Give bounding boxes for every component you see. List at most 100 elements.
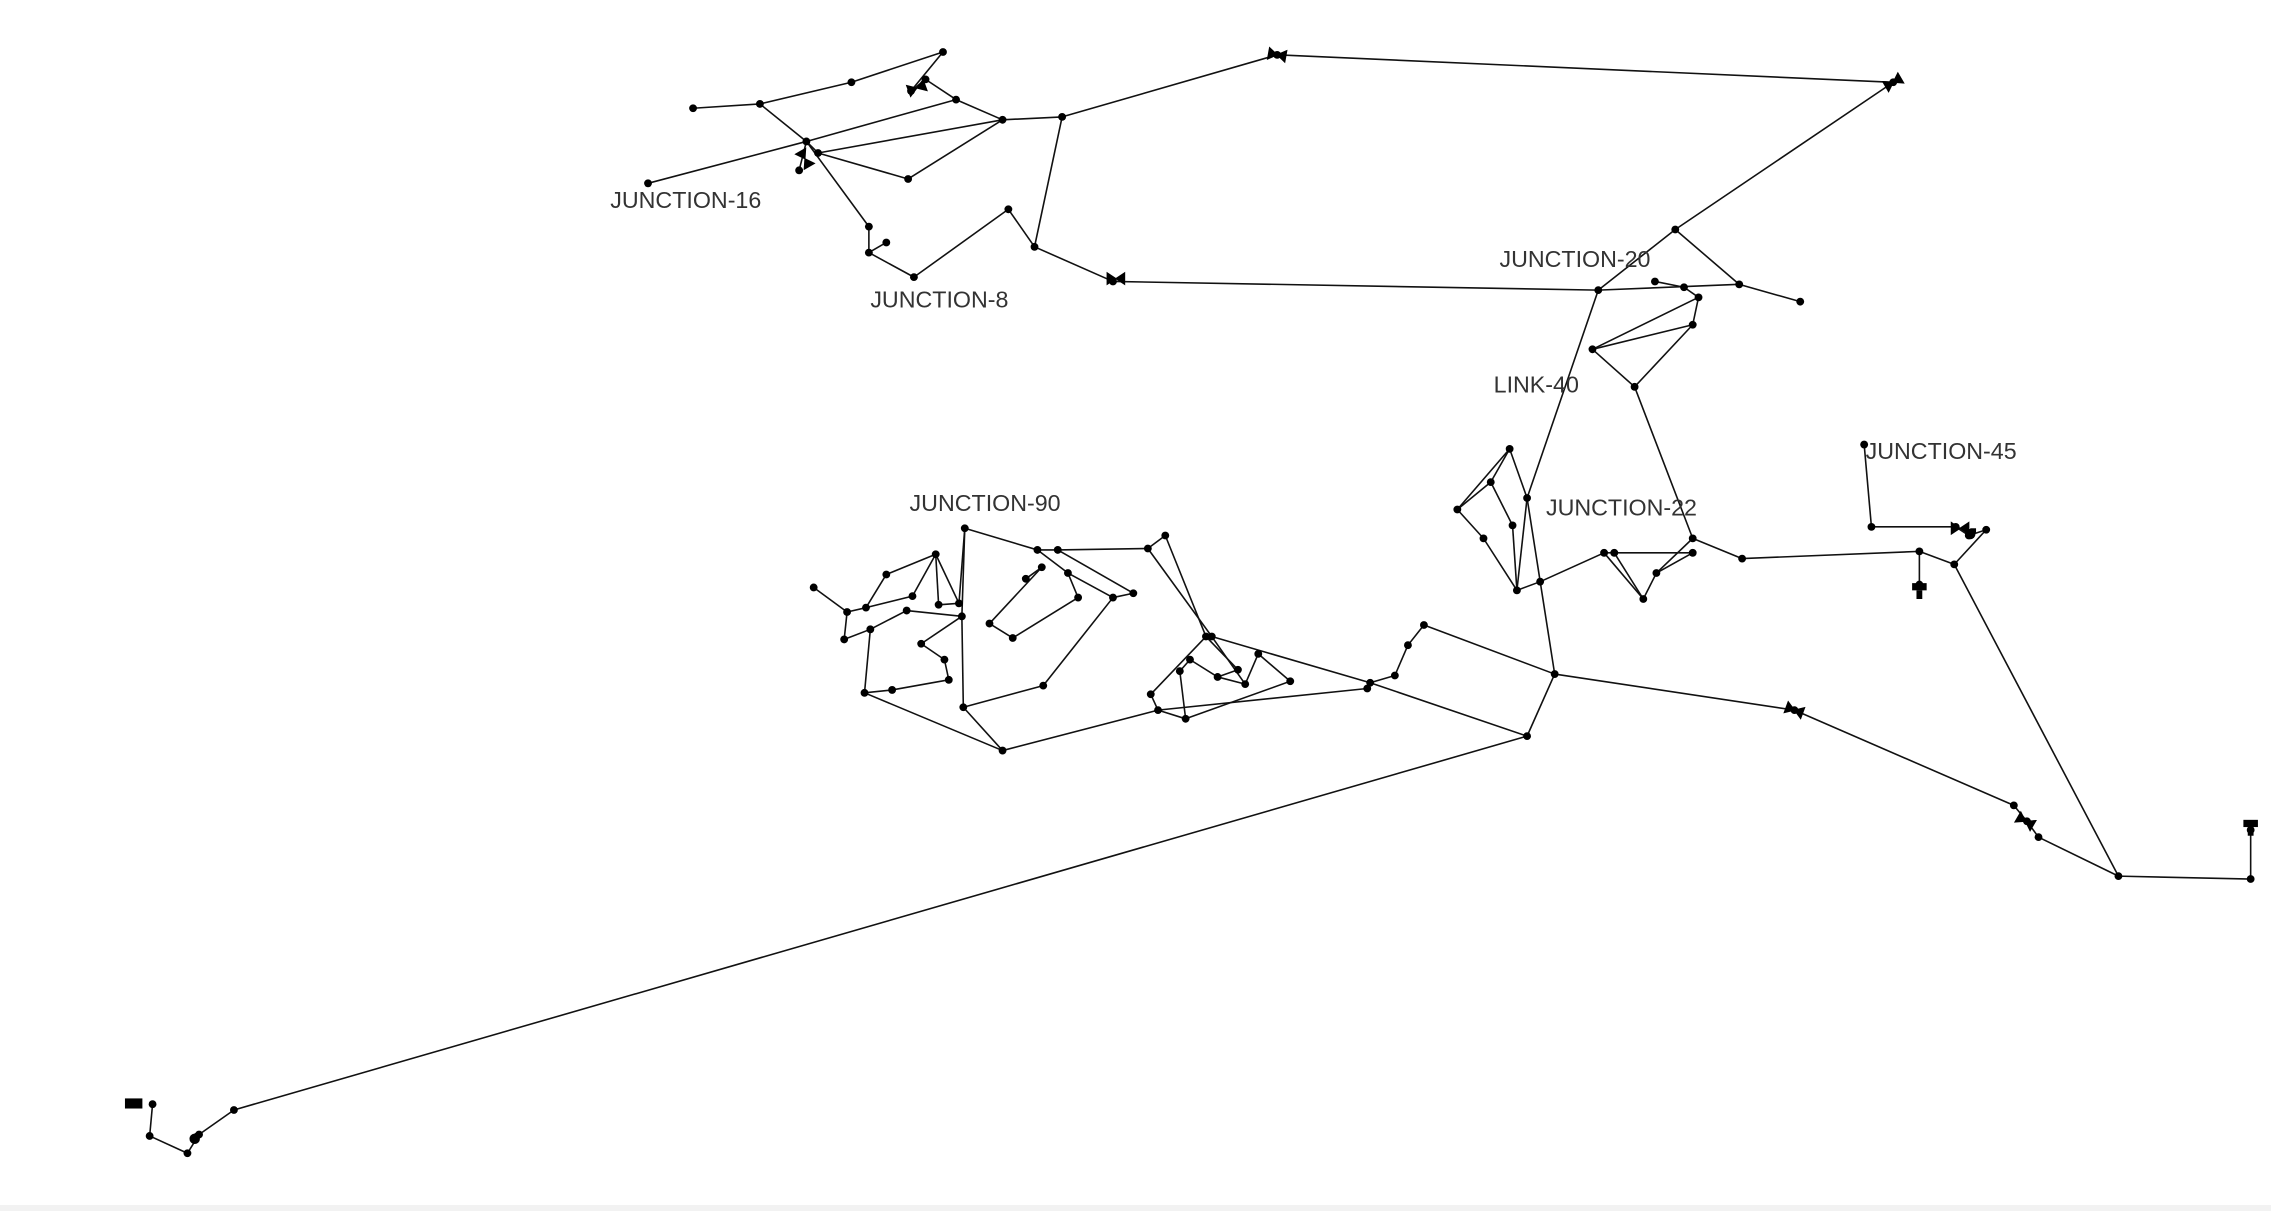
valve-top-left-icon[interactable] bbox=[905, 78, 928, 98]
pipe-link[interactable] bbox=[1456, 448, 1511, 511]
pipe-link[interactable] bbox=[1007, 208, 1036, 248]
junction-node[interactable] bbox=[882, 238, 891, 247]
junction-node[interactable] bbox=[917, 639, 926, 648]
pump-junction45-icon[interactable] bbox=[1965, 528, 1977, 540]
junction-node[interactable] bbox=[1860, 440, 1869, 449]
pipe-link[interactable] bbox=[1423, 624, 1555, 675]
junction-node[interactable] bbox=[860, 688, 869, 697]
junction-node[interactable] bbox=[843, 608, 852, 616]
pipe-link[interactable] bbox=[1057, 547, 1148, 551]
pipe-link[interactable] bbox=[1655, 537, 1694, 574]
junction-node[interactable] bbox=[1536, 577, 1545, 586]
junction-node[interactable] bbox=[148, 1100, 157, 1109]
pipe-link[interactable] bbox=[869, 609, 908, 631]
pipe-link[interactable] bbox=[1369, 681, 1528, 737]
junction-node[interactable] bbox=[998, 746, 1007, 755]
pipe-link[interactable] bbox=[1407, 624, 1425, 646]
junction-node[interactable] bbox=[1021, 574, 1030, 583]
junction-node[interactable] bbox=[1671, 225, 1680, 234]
junction-node[interactable] bbox=[908, 592, 917, 601]
junction-node[interactable] bbox=[1143, 544, 1152, 553]
junction-node[interactable] bbox=[1004, 205, 1013, 214]
pipe-link[interactable] bbox=[864, 692, 1003, 752]
pipe-link[interactable] bbox=[1674, 81, 1894, 231]
pipe-link[interactable] bbox=[868, 251, 915, 278]
junction-node[interactable] bbox=[1074, 593, 1083, 602]
pipe-link[interactable] bbox=[962, 706, 1004, 752]
pipe-link[interactable] bbox=[1147, 548, 1213, 637]
pipe-link[interactable] bbox=[955, 98, 1003, 121]
junction-node[interactable] bbox=[1550, 670, 1559, 678]
pipe-link[interactable] bbox=[964, 527, 1038, 551]
junction-node[interactable] bbox=[902, 606, 911, 615]
junction-node[interactable] bbox=[960, 524, 969, 533]
junction-node[interactable] bbox=[882, 570, 891, 579]
pipe-link[interactable] bbox=[1490, 448, 1511, 483]
junction-node[interactable] bbox=[1523, 494, 1531, 502]
pipe-link[interactable] bbox=[1511, 525, 1518, 591]
pipe-link[interactable] bbox=[925, 78, 957, 101]
junction-node[interactable] bbox=[1109, 593, 1117, 602]
junction-node[interactable] bbox=[1610, 548, 1619, 557]
pipe-link[interactable] bbox=[1150, 635, 1207, 695]
junction-node[interactable] bbox=[1033, 546, 1042, 554]
junction-node[interactable] bbox=[1186, 655, 1194, 664]
valve-lower-right-icon[interactable] bbox=[2013, 810, 2037, 832]
junction-node[interactable] bbox=[866, 625, 875, 634]
junction-node[interactable] bbox=[1161, 531, 1170, 540]
pipe-link[interactable] bbox=[886, 553, 937, 576]
junction-node[interactable] bbox=[940, 655, 949, 664]
junction-node[interactable] bbox=[952, 95, 960, 104]
pipe-link[interactable] bbox=[1012, 596, 1079, 639]
pipe-link[interactable] bbox=[1692, 537, 1743, 560]
junction-node[interactable] bbox=[2034, 833, 2043, 842]
pipe-link[interactable] bbox=[647, 140, 807, 185]
pipe-link[interactable] bbox=[1953, 529, 1987, 565]
junction-node[interactable] bbox=[1202, 632, 1210, 641]
pipe-link[interactable] bbox=[1112, 280, 1599, 291]
pipe-link[interactable] bbox=[913, 208, 1009, 278]
junction-node[interactable] bbox=[998, 115, 1007, 124]
junction-node[interactable] bbox=[862, 603, 870, 612]
pipe-link[interactable] bbox=[1185, 680, 1291, 720]
pipe-link[interactable] bbox=[2118, 875, 2251, 880]
junction-node[interactable] bbox=[864, 222, 873, 231]
pipe-link[interactable] bbox=[843, 628, 871, 641]
pipe-link[interactable] bbox=[1633, 386, 1694, 539]
pipe-link[interactable] bbox=[1034, 246, 1114, 283]
pipe-link[interactable] bbox=[149, 1135, 188, 1154]
junction-node[interactable] bbox=[1039, 681, 1048, 690]
pipe-link[interactable] bbox=[910, 51, 944, 92]
junction-node[interactable] bbox=[909, 273, 918, 282]
pipe-link[interactable] bbox=[1526, 289, 1600, 499]
junction-node[interactable] bbox=[1254, 649, 1263, 658]
junction-node[interactable] bbox=[1915, 547, 1924, 556]
junction-node[interactable] bbox=[1453, 505, 1462, 514]
junction-node[interactable] bbox=[1037, 563, 1046, 572]
pipe-link[interactable] bbox=[891, 679, 949, 691]
pipe-link[interactable] bbox=[1919, 550, 1955, 566]
junction-node[interactable] bbox=[959, 703, 968, 712]
junction-node[interactable] bbox=[1512, 586, 1521, 595]
pipe-link[interactable] bbox=[1526, 673, 1556, 737]
junction-node[interactable] bbox=[955, 599, 963, 608]
tank-far-right-icon[interactable] bbox=[2243, 819, 2258, 836]
junction-node[interactable] bbox=[795, 166, 804, 175]
pipe-link[interactable] bbox=[1456, 508, 1485, 539]
pipe-link[interactable] bbox=[148, 1104, 154, 1137]
pipe-link[interactable] bbox=[1036, 549, 1069, 574]
pipe-link[interactable] bbox=[988, 566, 1043, 625]
junction-node[interactable] bbox=[1366, 678, 1375, 687]
junction-node[interactable] bbox=[1404, 641, 1412, 650]
junction-node[interactable] bbox=[1146, 690, 1155, 699]
pipe-link[interactable] bbox=[851, 51, 944, 84]
pipe-link[interactable] bbox=[1642, 572, 1658, 600]
pipe-link[interactable] bbox=[1033, 116, 1063, 247]
junction-node[interactable] bbox=[1181, 714, 1190, 723]
pipe-link[interactable] bbox=[963, 684, 1044, 709]
valve-junction45-icon[interactable] bbox=[1950, 521, 1970, 536]
junction-node[interactable] bbox=[2009, 801, 2018, 810]
junction-node[interactable] bbox=[814, 149, 822, 157]
tank-middle-right-icon[interactable] bbox=[1912, 583, 1927, 600]
pipe-link[interactable] bbox=[1205, 635, 1239, 671]
